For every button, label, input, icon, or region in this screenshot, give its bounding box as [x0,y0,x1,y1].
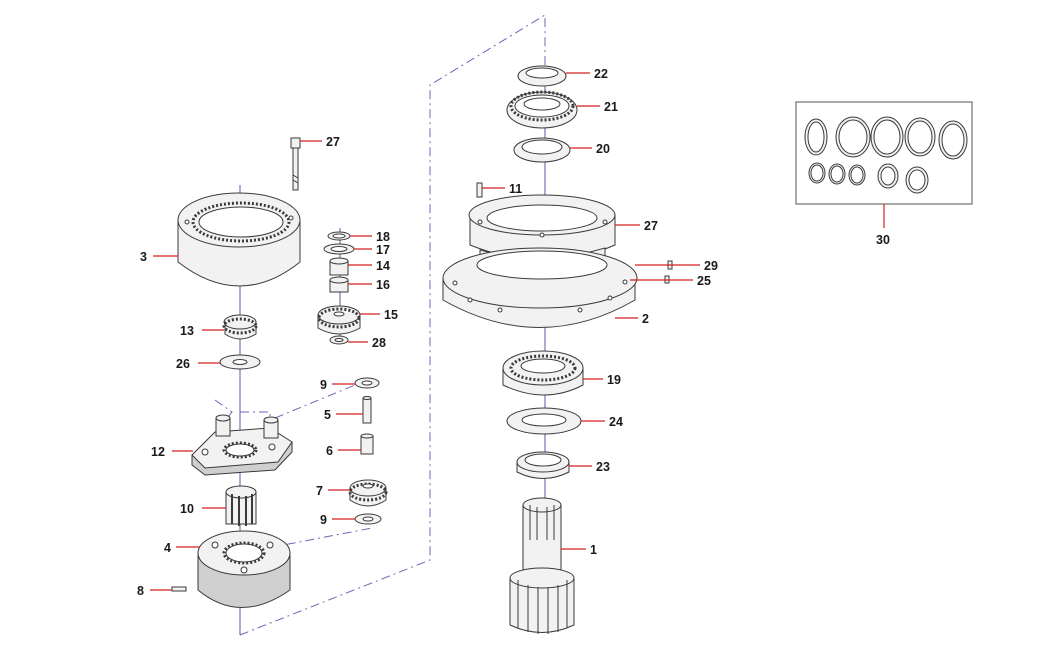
label-4: 4 [164,541,171,555]
label-8: 8 [137,584,144,598]
label-25: 25 [697,274,711,288]
label-27-bolt: 27 [326,135,340,149]
part-12-carrier [191,414,293,476]
part-26-washer [219,354,261,370]
assembly-path-line [239,14,546,636]
part-8-pin [171,586,187,592]
part-22-ring [517,65,567,87]
label-21: 21 [604,100,618,114]
label-16: 16 [376,278,390,292]
label-19: 19 [607,373,621,387]
part-14-bushing [329,257,349,276]
part-10-sun-gear [225,485,257,526]
part-7-planet-gear [348,479,388,507]
seal-kit-box [795,101,973,205]
label-23: 23 [596,460,610,474]
assembly-path-line-planet [267,527,373,549]
part-2-housing-flange [442,247,638,328]
label-26: 26 [176,357,190,371]
part-18-washer [327,231,351,241]
label-30: 30 [876,233,890,247]
label-2: 2 [642,312,649,326]
part-9-washer-top [354,377,380,389]
label-14: 14 [376,259,390,273]
label-6: 6 [326,444,333,458]
label-24: 24 [609,415,623,429]
part-6-bushing [360,433,374,455]
part-1-pinion-shaft [509,497,575,634]
part-27-housing-top [468,194,616,261]
part-4-carrier [197,530,291,608]
label-29: 29 [704,259,718,273]
part-19-bearing [502,350,584,396]
part-23-race [516,451,570,479]
leader-lines [150,72,885,591]
label-7: 7 [316,484,323,498]
assembly-path-line-carrier [274,377,373,419]
label-11: 11 [509,182,522,196]
label-13: 13 [180,324,194,338]
part-9-washer-bottom [354,513,382,525]
label-9-bottom: 9 [320,513,327,527]
label-27-housing: 27 [644,219,658,233]
part-27-bolt [290,137,301,191]
label-18: 18 [376,230,390,244]
part-16-bushing [329,276,349,293]
label-22: 22 [594,67,608,81]
label-9-top: 9 [320,378,327,392]
part-3-ring-gear [177,192,301,287]
part-20-race [513,137,571,163]
part-28-washer [329,335,349,345]
part-5-pin [362,396,372,424]
label-5: 5 [324,408,331,422]
label-28: 28 [372,336,386,350]
part-11-pin [476,182,483,198]
part-17-washer [323,243,355,255]
label-1: 1 [590,543,597,557]
label-3: 3 [140,250,147,264]
label-12: 12 [151,445,165,459]
label-15: 15 [384,308,398,322]
part-15-gear [317,305,361,335]
part-13-sun-gear [222,314,258,340]
part-24-shim [506,407,582,435]
label-20: 20 [596,142,610,156]
label-17: 17 [376,243,390,257]
part-21-bearing [506,90,578,129]
label-10: 10 [180,502,194,516]
assembly-path-line-carrier-left [214,399,233,431]
